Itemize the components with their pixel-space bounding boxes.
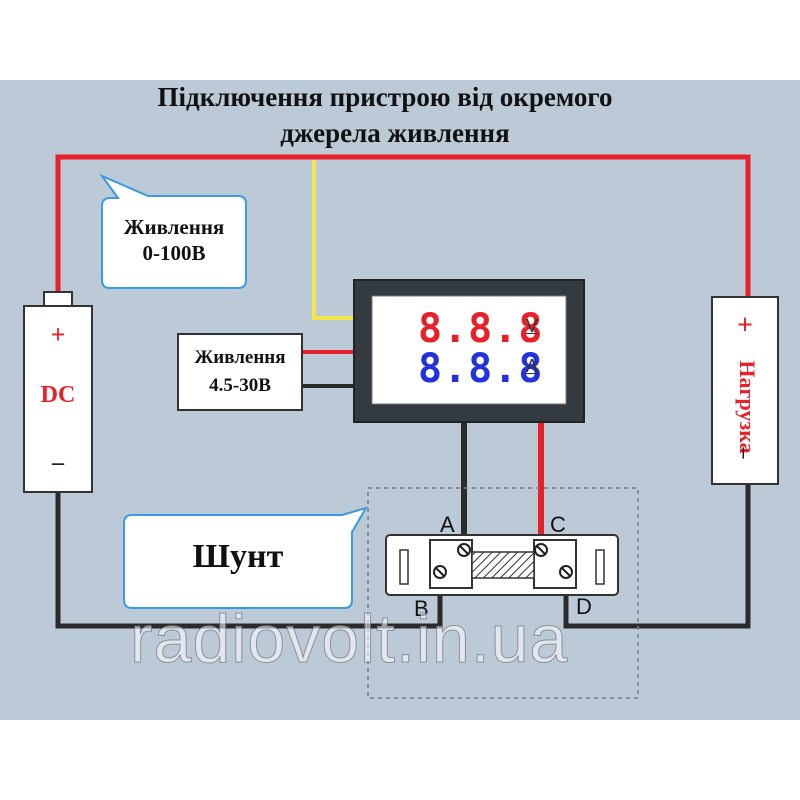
meter-screen: [371, 295, 567, 405]
wire-black-left: [55, 492, 443, 629]
bubble-supply-shape: [99, 173, 247, 289]
meter-power-line-2: 4.5-30В: [209, 375, 271, 396]
terminal-a-label: A: [440, 512, 455, 537]
voltage-unit: V: [526, 316, 539, 336]
terminal-d-label: D: [576, 594, 592, 619]
terminal-c-label: C: [550, 512, 566, 537]
bubble-supply-line-1: Живлення: [123, 215, 225, 239]
battery-minus: –: [52, 450, 64, 476]
voltage-readout: 8.8.8: [418, 306, 544, 352]
bubble-shunt-shape: [123, 506, 369, 609]
load-body: [711, 296, 779, 485]
shunt-resistive-strip: [471, 551, 535, 579]
battery-body: [23, 305, 93, 493]
wire-yellow: [312, 160, 356, 320]
title-line-1: Підключення пристрою від окремого: [157, 82, 613, 112]
meter-power-text: Живлення 4.5-30В: [178, 344, 302, 400]
terminal-b-label: B: [414, 596, 429, 621]
wire-black-right: [563, 484, 751, 629]
load-minus: –: [733, 447, 758, 459]
current-unit: A: [526, 356, 539, 376]
load-plus: +: [737, 310, 753, 341]
screw-b-icon: [433, 565, 447, 579]
bubble-shunt-label: Шунт: [192, 538, 284, 575]
screw-c-icon: [534, 543, 548, 557]
wire-red-top: [55, 154, 751, 300]
meter-power-box: [177, 333, 303, 411]
bubble-supply-line-2: 0-100В: [142, 241, 206, 265]
shunt-slot-right: [595, 549, 605, 585]
shunt-slot-left: [399, 549, 409, 585]
meter-power-line-1: Живлення: [194, 347, 286, 368]
bubble-supply-text: Живлення 0-100В: [104, 214, 244, 266]
title-line-2: джерела живлення: [280, 118, 510, 148]
battery-plus: +: [50, 320, 66, 349]
screw-a-icon: [457, 543, 471, 557]
screw-d-icon: [559, 565, 573, 579]
battery-label: DC: [40, 382, 76, 408]
current-readout: 8.8.8: [418, 346, 544, 392]
watermark: radiovolt.in.ua: [129, 601, 569, 678]
